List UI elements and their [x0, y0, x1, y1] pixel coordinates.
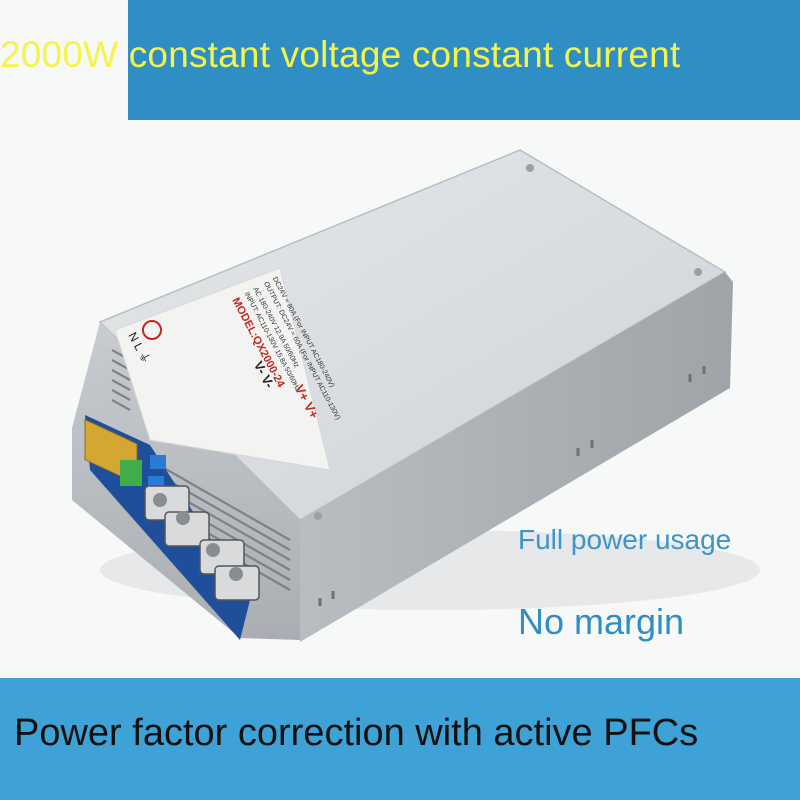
screw-terminal-block	[144, 485, 260, 601]
bottom-banner	[0, 678, 800, 800]
screw	[314, 512, 322, 520]
case-right-side	[300, 272, 733, 642]
screw	[694, 268, 702, 276]
brand-logo-icon	[142, 320, 162, 340]
trim-potentiometer	[150, 455, 166, 469]
side-vents	[318, 366, 706, 606]
bottom-banner-text: Power factor correction with active PFCs	[14, 712, 699, 754]
green-terminal	[120, 460, 142, 486]
callout-full-power: Full power usage	[518, 524, 732, 555]
screw	[526, 164, 534, 172]
spec-label	[114, 267, 331, 471]
top-banner-left-strip	[0, 0, 128, 120]
callout-no-margin: No margin	[518, 601, 685, 642]
terminal-screw	[153, 493, 243, 581]
top-banner	[128, 0, 800, 120]
top-banner-text: 2000W constant voltage constant current	[0, 34, 681, 75]
